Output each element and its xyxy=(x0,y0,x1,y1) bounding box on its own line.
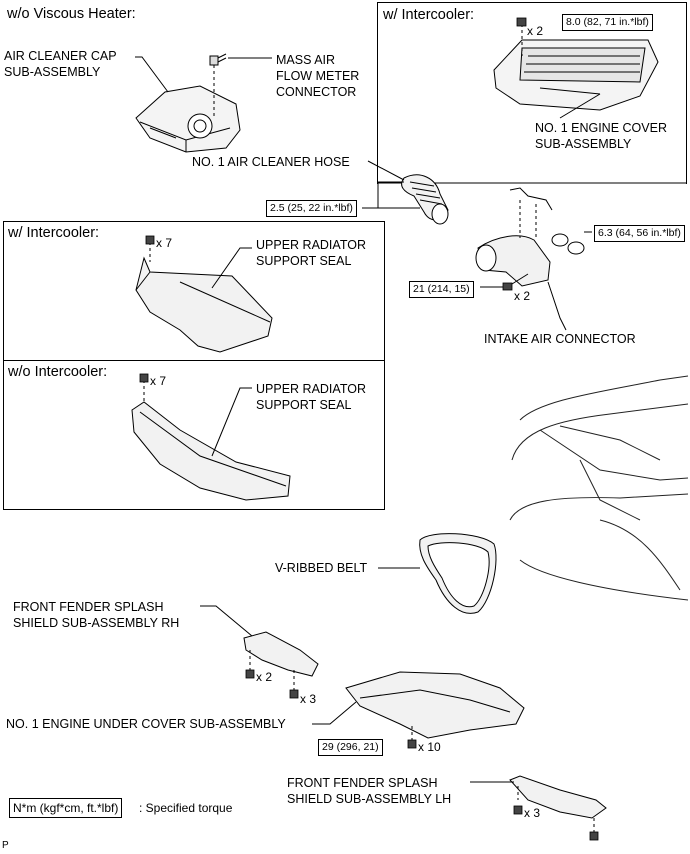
qty-seal-wo-clips: x 7 xyxy=(150,374,167,388)
header-w-intercooler-top: w/ Intercooler: xyxy=(383,7,475,23)
torque-intake-bolt: 21 (214, 15) xyxy=(409,281,474,298)
qty-fender-rh-b: x 3 xyxy=(300,692,317,706)
page-marker: P xyxy=(2,840,9,851)
header-wo-viscous-heater: w/o Viscous Heater: xyxy=(7,6,136,22)
torque-engine-cover: 8.0 (82, 71 in.*lbf) xyxy=(562,14,653,31)
air-cleaner-cap xyxy=(135,85,241,153)
label-upper-rad-seal-a: UPPER RADIATOR SUPPORT SEAL xyxy=(256,237,366,269)
label-mass-air-line3: CONNECTOR xyxy=(276,85,357,99)
header-wo-intercooler-panel: w/o Intercooler: xyxy=(8,364,108,380)
label-engine-cover-line2: SUB-ASSEMBLY xyxy=(535,137,632,151)
wo-intercooler-seal-panel xyxy=(3,360,385,510)
fender-shield-lh xyxy=(509,775,607,819)
torque-legend-box: N*m (kgf*cm, ft.*lbf) xyxy=(9,798,123,818)
fender-shield-rh xyxy=(243,631,319,677)
label-under-cover: NO. 1 ENGINE UNDER COVER SUB-ASSEMBLY xyxy=(6,717,286,731)
torque-under-cover: 29 (296, 21) xyxy=(318,739,383,756)
torque-intake-clamp: 6.3 (64, 56 in.*lbf) xyxy=(594,225,685,242)
header-w-intercooler-panel: w/ Intercooler: xyxy=(8,225,100,241)
label-upper-rad-seal-b: UPPER RADIATOR SUPPORT SEAL xyxy=(256,381,366,413)
engine-cover xyxy=(493,39,659,111)
radiator-seal-wo-intercooler xyxy=(131,380,291,501)
vehicle-front-outline xyxy=(509,375,689,601)
label-fender-lh-line2: SHIELD SUB-ASSEMBLY LH xyxy=(287,792,452,806)
radiator-seal-w-intercooler xyxy=(135,242,273,353)
label-engine-cover: NO. 1 ENGINE COVER SUB-ASSEMBLY xyxy=(535,120,667,152)
label-fender-rh-line1: FRONT FENDER SPLASH xyxy=(13,600,164,614)
qty-seal-w-clips: x 7 xyxy=(156,236,173,250)
label-engine-cover-line1: NO. 1 ENGINE COVER xyxy=(535,121,667,135)
qty-intake-bolts: x 2 xyxy=(514,289,531,303)
torque-air-hose: 2.5 (25, 22 in.*lbf) xyxy=(266,200,357,217)
intake-air-connector xyxy=(475,187,585,287)
label-air-cleaner-cap: AIR CLEANER CAP SUB-ASSEMBLY xyxy=(4,48,117,80)
label-upper-rad-seal-b-line1: UPPER RADIATOR xyxy=(256,382,366,396)
label-mass-air-flow-connector: MASS AIR FLOW METER CONNECTOR xyxy=(276,52,359,100)
qty-fender-lh: x 3 xyxy=(524,806,541,820)
qty-engine-cover-nuts: x 2 xyxy=(527,24,544,38)
label-upper-rad-seal-a-line1: UPPER RADIATOR xyxy=(256,238,366,252)
label-upper-rad-seal-b-line2: SUPPORT SEAL xyxy=(256,398,352,412)
label-mass-air-line1: MASS AIR xyxy=(276,53,336,67)
label-intake-air-connector: INTAKE AIR CONNECTOR xyxy=(484,332,636,346)
label-air-cleaner-cap-line1: AIR CLEANER CAP xyxy=(4,49,117,63)
v-ribbed-belt xyxy=(419,533,497,614)
qty-under-cover-bolts: x 10 xyxy=(418,740,441,754)
label-mass-air-line2: FLOW METER xyxy=(276,69,360,83)
label-v-ribbed-belt: V-RIBBED BELT xyxy=(275,561,368,575)
label-fender-lh: FRONT FENDER SPLASH SHIELD SUB-ASSEMBLY … xyxy=(287,775,451,807)
label-fender-rh: FRONT FENDER SPLASH SHIELD SUB-ASSEMBLY … xyxy=(13,599,179,631)
label-air-cleaner-cap-line2: SUB-ASSEMBLY xyxy=(4,65,101,79)
engine-under-cover xyxy=(345,671,525,739)
label-air-cleaner-hose: NO. 1 AIR CLEANER HOSE xyxy=(192,155,350,169)
label-fender-lh-line1: FRONT FENDER SPLASH xyxy=(287,776,438,790)
air-cleaner-hose xyxy=(401,174,449,225)
label-upper-rad-seal-a-line2: SUPPORT SEAL xyxy=(256,254,352,268)
label-fender-rh-line2: SHIELD SUB-ASSEMBLY RH xyxy=(13,616,180,630)
legend-text: : Specified torque xyxy=(139,801,233,815)
qty-fender-rh-a: x 2 xyxy=(256,670,273,684)
